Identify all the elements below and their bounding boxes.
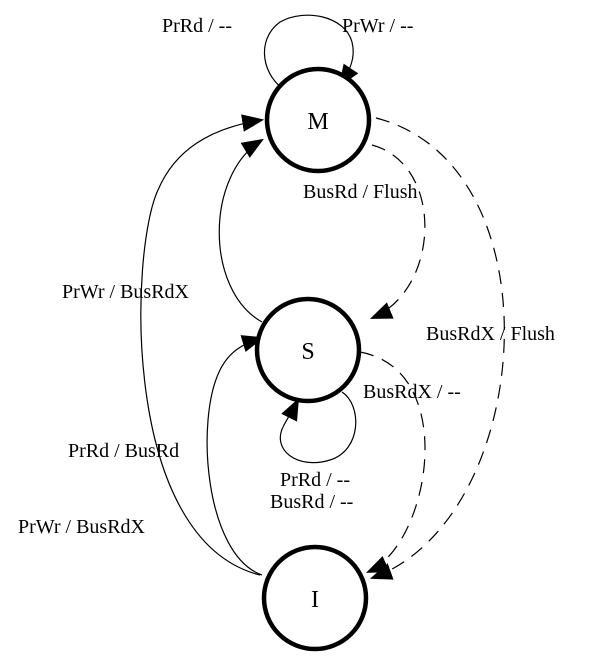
state-m-label: M — [307, 109, 328, 135]
label-s-prrd: PrRd / -- — [280, 469, 350, 491]
state-m: M — [264, 66, 372, 174]
state-s-label: S — [301, 339, 314, 365]
label-i-to-m: PrWr / BusRdX — [18, 516, 146, 538]
edge-i-to-m — [140, 114, 265, 576]
label-s-to-m: PrWr / BusRdX — [62, 281, 190, 303]
state-m-circle — [264, 66, 372, 174]
label-m-to-s: BusRd / Flush — [303, 181, 417, 203]
label-m-prrd: PrRd / -- — [162, 15, 232, 37]
edge-s-to-i — [359, 351, 426, 573]
label-i-to-s: PrRd / BusRd — [68, 440, 179, 462]
state-s-circle — [254, 296, 362, 404]
label-s-to-i: BusRdX / -- — [363, 381, 461, 403]
label-s-busrd: BusRd / -- — [270, 491, 353, 513]
state-i: I — [261, 544, 369, 652]
edge-s-to-m — [218, 138, 264, 323]
state-i-label: I — [311, 587, 319, 613]
edge-m-self-loop — [263, 14, 359, 93]
label-m-to-i: BusRdX / Flush — [426, 323, 555, 345]
edge-i-to-s — [206, 335, 265, 576]
edge-m-to-s — [369, 144, 426, 319]
label-m-prwr: PrWr / -- — [342, 15, 413, 37]
state-s: S — [254, 296, 362, 404]
edge-m-to-i — [369, 117, 505, 580]
edge-s-self-loop — [279, 391, 357, 464]
state-i-circle — [261, 544, 369, 652]
